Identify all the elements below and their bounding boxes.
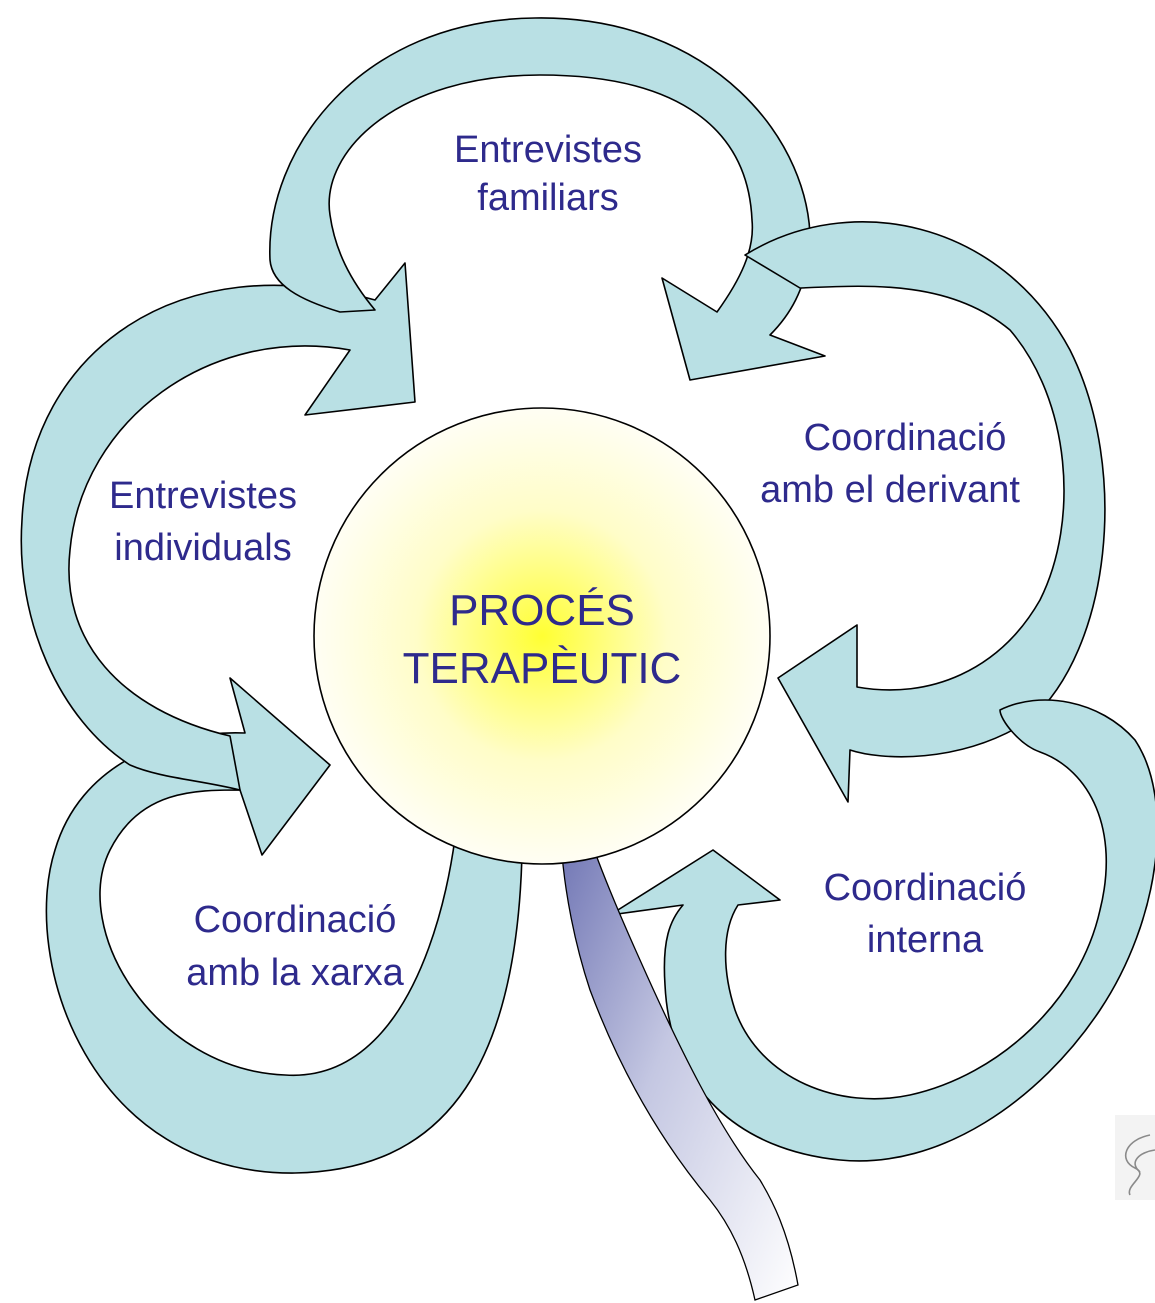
node-derivant-line2: amb el derivant [760, 469, 1020, 511]
center-hub [313, 407, 771, 865]
arrow-interna [609, 699, 1155, 1162]
node-individuals-line2: individuals [114, 527, 291, 569]
node-xarxa-line1: Coordinació [194, 899, 397, 941]
arrow-xarxa [45, 677, 524, 1174]
node-interna-line1: Coordinació [824, 867, 1027, 909]
logo-fragment [1115, 1115, 1155, 1200]
center-label-line2: TERAPÈUTIC [403, 644, 682, 693]
node-xarxa-line2: amb la xarxa [186, 952, 404, 994]
node-individuals-line1: Entrevistes [109, 475, 297, 517]
pointer-stem [559, 719, 799, 1301]
node-familiars-line2: familiars [477, 177, 618, 219]
arrow-individuals [20, 262, 416, 791]
node-familiars-line1: Entrevistes [454, 129, 642, 171]
node-derivant-line1: Coordinació [804, 417, 1007, 459]
arrow-derivant [744, 221, 1106, 803]
center-label-line1: PROCÉS [449, 586, 635, 635]
node-interna-line2: interna [867, 919, 984, 961]
